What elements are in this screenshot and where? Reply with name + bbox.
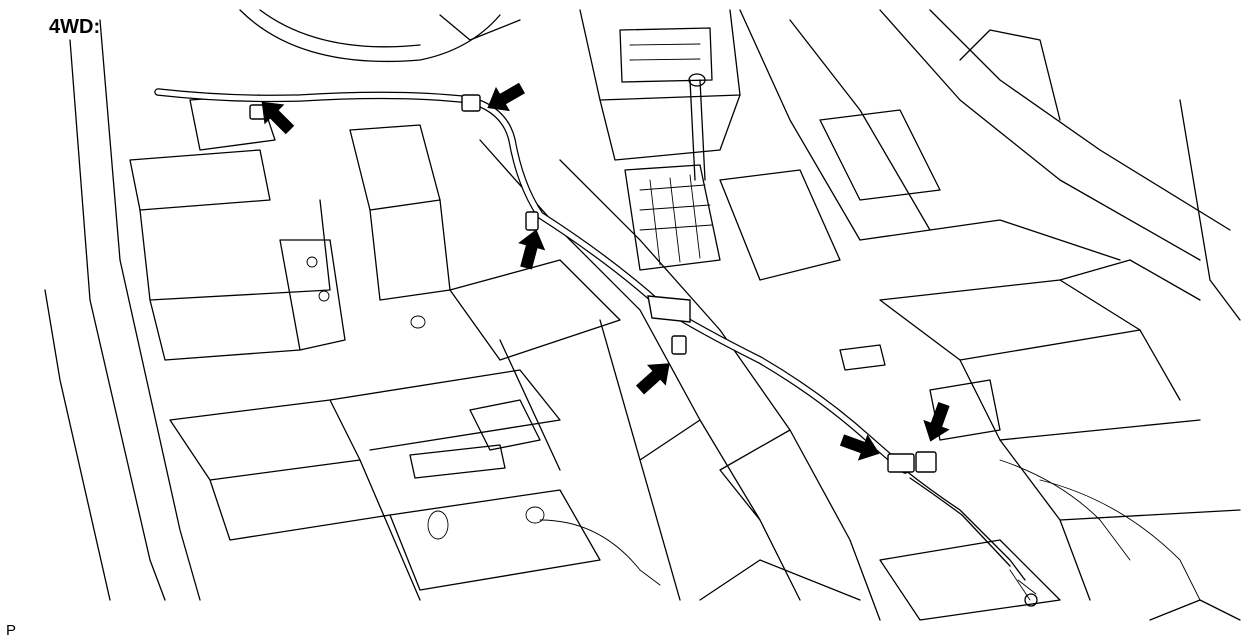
pointer-arrow: [518, 229, 546, 270]
pointer-arrows: [261, 82, 950, 461]
pointer-arrow: [261, 101, 295, 135]
cable-clamp: [525, 211, 539, 231]
cable-clamp: [671, 335, 687, 355]
cable-clamp: [647, 295, 691, 323]
pointer-arrow: [635, 363, 670, 395]
parking-brake-cable: [154, 88, 1038, 607]
pointer-arrow: [487, 82, 525, 112]
body-linework: [44, 9, 1241, 621]
pointer-arrow: [839, 434, 880, 461]
corner-mark: P: [6, 622, 17, 639]
variant-label: 4WD:: [49, 16, 101, 38]
cable-clamp: [461, 94, 481, 112]
cable-clamp: [887, 453, 915, 473]
cable-clamp: [915, 451, 937, 473]
cable-clamps: [249, 94, 937, 473]
pointer-arrow: [923, 401, 950, 442]
